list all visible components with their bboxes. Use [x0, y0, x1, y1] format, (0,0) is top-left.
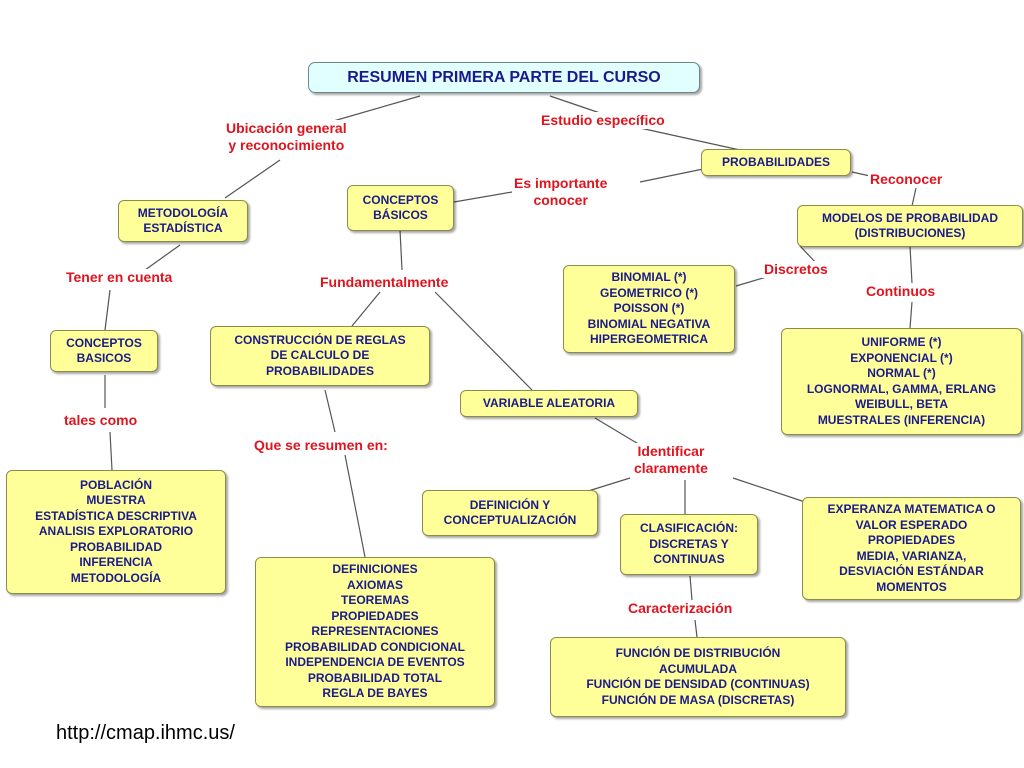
funcion-distribucion-node: FUNCIÓN DE DISTRIBUCIÓN ACUMULADA FUNCIÓ… — [550, 637, 846, 717]
conceptos-basicos-center-node: CONCEPTOS BÁSICOS — [347, 185, 454, 231]
link-identificar-claramente: Identificar claramente — [632, 443, 710, 477]
modelos-probabilidad-node: MODELOS DE PROBABILIDAD (DISTRIBUCIONES) — [797, 205, 1023, 247]
link-ubicacion-general: Ubicación general y reconocimiento — [224, 120, 349, 154]
link-continuos: Continuos — [864, 283, 938, 300]
variable-aleatoria-node: VARIABLE ALEATORIA — [460, 390, 638, 417]
link-discretos: Discretos — [762, 261, 830, 278]
probabilidades-node: PROBABILIDADES — [701, 149, 851, 176]
link-fundamentalmente: Fundamentalmente — [318, 274, 451, 291]
link-caracterizacion: Caracterización — [626, 600, 735, 617]
conceptos-basicos-left-node: CONCEPTOS BASICOS — [50, 330, 158, 372]
link-tales-como: tales como — [62, 412, 140, 429]
construccion-reglas-node: CONSTRUCCIÓN DE REGLAS DE CALCULO DE PRO… — [210, 326, 430, 386]
definiciones-list-node: DEFINICIONES AXIOMAS TEOREMAS PROPIEDADE… — [255, 557, 495, 707]
link-tener-en-cuenta: Tener en cuenta — [64, 269, 175, 286]
discretos-list-node: BINOMIAL (*) GEOMETRICO (*) POISSON (*) … — [563, 265, 735, 353]
metodologia-estadistica-node: METODOLOGÍA ESTADÍSTICA — [118, 200, 248, 242]
link-estudio-especifico: Estudio específico — [539, 112, 667, 129]
link-reconocer: Reconocer — [868, 171, 945, 188]
link-que-se-resumen-en: Que se resumen en: — [252, 437, 390, 454]
link-es-importante-conocer: Es importante conocer — [512, 175, 610, 209]
definicion-conceptualizacion-node: DEFINICIÓN Y CONCEPTUALIZACIÓN — [422, 490, 598, 536]
clasificacion-node: CLASIFICACIÓN: DISCRETAS Y CONTINUAS — [620, 514, 758, 575]
source-url: http://cmap.ihmc.us/ — [56, 722, 235, 744]
continuos-list-node: UNIFORME (*) EXPONENCIAL (*) NORMAL (*) … — [781, 328, 1022, 435]
poblacion-list-node: POBLACIÓN MUESTRA ESTADÍSTICA DESCRIPTIV… — [6, 470, 226, 594]
title-node: RESUMEN PRIMERA PARTE DEL CURSO — [308, 62, 700, 93]
esperanza-matematica-node: EXPERANZA MATEMATICA O VALOR ESPERADO PR… — [802, 497, 1021, 600]
